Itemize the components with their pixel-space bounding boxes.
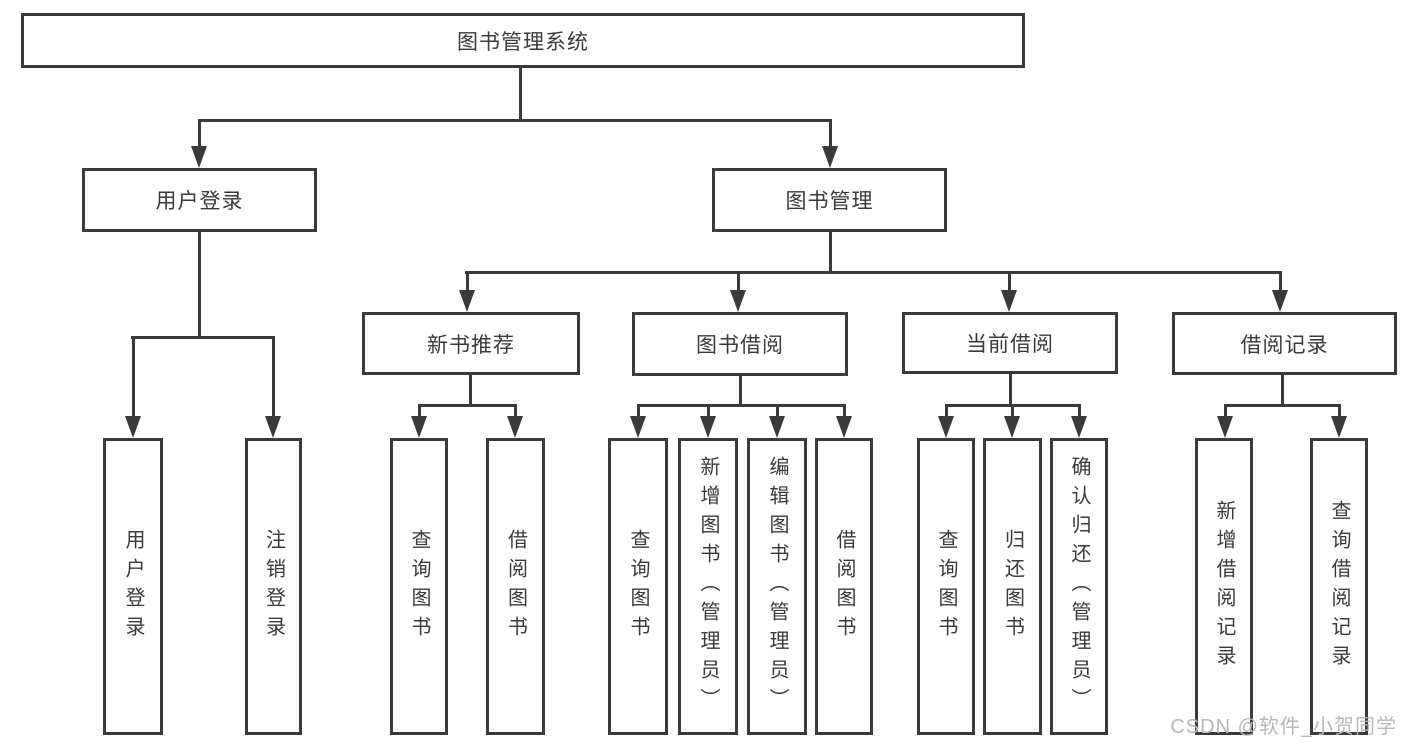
node-borrow-records: 借阅记录 — [1172, 312, 1397, 375]
connector — [418, 404, 421, 418]
connector — [707, 404, 710, 418]
arrow-down — [1001, 290, 1017, 312]
leaf-label: 编辑图书（管理员） — [766, 456, 788, 717]
arrow-down — [630, 416, 646, 438]
leaf-label: 用户登录 — [122, 528, 144, 645]
connector — [1279, 271, 1282, 294]
arrow-down — [1004, 416, 1020, 438]
arrow-down — [836, 416, 852, 438]
connector — [198, 119, 831, 122]
node-query-borrow-record: 查询借阅记录 — [1310, 438, 1368, 735]
node-add-borrow-record: 新增借阅记录 — [1195, 438, 1253, 735]
node-add-book-admin: 新增图书（管理员） — [678, 438, 738, 735]
connector — [1338, 404, 1341, 418]
node-confirm-return-admin: 确认归还（管理员） — [1050, 438, 1108, 735]
node-edit-book-admin: 编辑图书（管理员） — [747, 438, 807, 735]
arrow-down — [730, 290, 746, 312]
leaf-label: 查询图书 — [935, 528, 957, 645]
node-query-books-1: 查询图书 — [390, 438, 448, 735]
leaf-label: 借阅图书 — [504, 528, 527, 645]
leaf-label: 查询图书 — [627, 528, 649, 645]
node-root-label: 图书管理系统 — [457, 30, 589, 54]
connector — [637, 404, 846, 407]
arrow-down — [459, 290, 475, 312]
node-user-login-leaf: 用户登录 — [103, 438, 163, 735]
connector — [465, 271, 1282, 274]
connector — [829, 231, 832, 274]
connector — [132, 336, 135, 420]
connector — [1224, 404, 1341, 407]
connector — [131, 336, 275, 339]
connector — [945, 404, 948, 418]
arrow-down — [822, 146, 838, 168]
connector — [519, 68, 522, 121]
leaf-label: 借阅图书 — [833, 528, 855, 645]
connector — [1224, 404, 1227, 418]
leaf-label: 查询借阅记录 — [1328, 499, 1350, 674]
connector — [469, 374, 472, 407]
connector — [1008, 271, 1011, 294]
node-logout: 注销登录 — [245, 438, 302, 735]
connector — [198, 231, 201, 338]
node-borrow-books-1: 借阅图书 — [486, 438, 545, 735]
node-book-management-label: 图书管理 — [785, 190, 874, 213]
connector — [1011, 404, 1014, 418]
connector — [829, 119, 832, 152]
arrow-down — [769, 416, 785, 438]
connector — [1281, 374, 1284, 407]
leaf-label: 归还图书 — [1001, 528, 1024, 645]
connector — [272, 336, 275, 420]
node-borrow-records-label: 借阅记录 — [1240, 333, 1329, 357]
connector — [466, 271, 469, 294]
csdn-watermark: CSDN @软件_小贺同学 — [1170, 716, 1397, 738]
node-user-login-label: 用户登录 — [155, 190, 244, 213]
connector — [418, 404, 517, 407]
connector — [776, 404, 779, 418]
arrow-down — [191, 146, 207, 168]
arrow-down — [411, 416, 427, 438]
leaf-label: 注销登录 — [262, 528, 285, 645]
node-new-book-recommend-label: 新书推荐 — [427, 333, 515, 357]
node-book-borrow: 图书借阅 — [632, 312, 848, 376]
connector — [198, 119, 201, 152]
connector — [1078, 404, 1081, 418]
node-current-borrow-label: 当前借阅 — [966, 333, 1054, 356]
arrow-down — [1331, 416, 1347, 438]
connector — [843, 404, 846, 418]
node-return-books: 归还图书 — [983, 438, 1042, 735]
arrow-down — [125, 416, 141, 438]
connector — [637, 404, 640, 418]
connector — [1009, 373, 1012, 407]
arrow-down — [507, 416, 523, 438]
node-book-management: 图书管理 — [712, 168, 947, 232]
arrow-down — [1071, 416, 1087, 438]
leaf-label: 新增借阅记录 — [1213, 499, 1235, 674]
connector — [514, 404, 517, 418]
node-book-borrow-label: 图书借阅 — [696, 334, 784, 357]
arrow-down — [265, 416, 281, 438]
leaf-label: 查询图书 — [408, 528, 430, 645]
leaf-label: 确认归还（管理员） — [1068, 456, 1090, 717]
leaf-label: 新增图书（管理员） — [697, 456, 719, 717]
arrow-down — [1217, 416, 1233, 438]
node-current-borrow: 当前借阅 — [902, 312, 1118, 374]
connector — [739, 375, 742, 407]
node-query-books-2: 查询图书 — [608, 438, 668, 735]
node-user-login: 用户登录 — [82, 168, 317, 232]
arrow-down — [938, 416, 954, 438]
node-borrow-books-2: 借阅图书 — [815, 438, 873, 735]
node-query-books-3: 查询图书 — [917, 438, 975, 735]
arrow-down — [1272, 290, 1288, 312]
connector — [737, 271, 740, 294]
arrow-down — [700, 416, 716, 438]
node-root: 图书管理系统 — [21, 13, 1025, 68]
node-new-book-recommend: 新书推荐 — [362, 312, 580, 375]
